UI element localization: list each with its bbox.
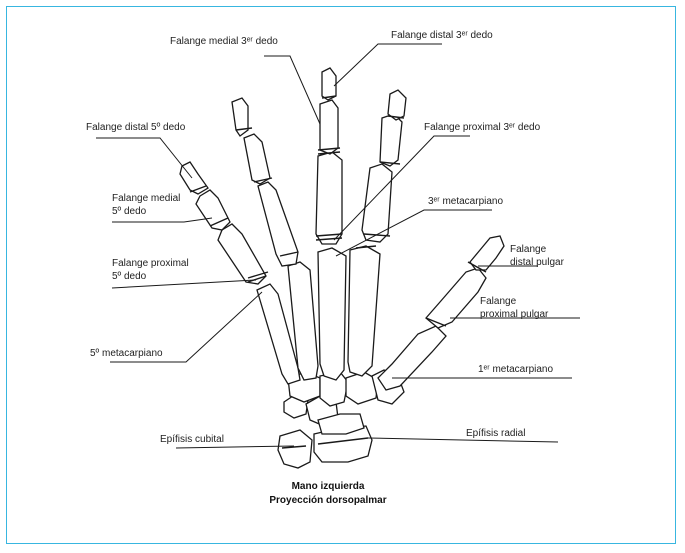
proximal-phalanx-1 (426, 268, 486, 328)
leader-medial-3 (264, 56, 320, 124)
metacarpal-1 (378, 326, 446, 390)
label-metacarpiano-3: 3ᵉʳ metacarpiano (428, 196, 503, 207)
label-falange-proximal-5-l1: Falange proximal (112, 258, 189, 269)
leader-distal-5 (96, 138, 192, 178)
middle-phalanx-3 (320, 100, 338, 154)
leader-epifisis-cubital (176, 446, 294, 448)
distal-phalanx-5 (180, 162, 208, 194)
leader-proximal-3 (334, 136, 470, 240)
distal-phalanx-1 (470, 236, 504, 270)
distal-phalanx-2 (388, 90, 406, 120)
label-falange-medial-5-l2: 5º dedo (112, 206, 147, 217)
proximal-phalanx-3 (316, 152, 342, 244)
label-metacarpiano-5: 5º metacarpiano (90, 348, 163, 359)
label-falange-proximal-3: Falange proximal 3ᵉʳ dedo (424, 122, 541, 133)
label-falange-distal-5: Falange distal 5º dedo (86, 122, 186, 133)
finger-3 (316, 68, 346, 380)
label-falange-medial-3: Falange medial 3ᵉʳ dedo (170, 36, 278, 47)
joint-pip-3b (318, 152, 340, 154)
label-falange-distal-pulgar-l1: Falange (510, 244, 547, 255)
label-metacarpiano-1: 1ᵉʳ metacarpiano (478, 364, 553, 375)
label-falange-proximal-pulgar-l1: Falange (480, 296, 517, 307)
metacarpal-2 (348, 246, 380, 376)
leader-distal-3 (334, 44, 442, 86)
label-falange-proximal-pulgar-l2: proximal pulgar (480, 309, 549, 320)
middle-phalanx-2 (380, 114, 402, 166)
label-epifisis-radial: Epífisis radial (466, 428, 525, 439)
label-epifisis-cubital: Epífisis cubital (160, 434, 224, 445)
proximal-phalanx-2 (362, 164, 392, 242)
middle-phalanx-4 (244, 134, 270, 184)
metacarpal-3 (318, 248, 346, 380)
label-falange-proximal-5-l2: 5º dedo (112, 271, 147, 282)
caption: Mano izquierda Proyección dorsopalmar (269, 481, 386, 506)
distal-phalanx-3 (322, 68, 336, 100)
ulna-epiphysis (278, 430, 312, 468)
label-falange-distal-pulgar-l2: distal pulgar (510, 257, 565, 268)
epiphysis-mc2 (356, 246, 376, 248)
leader-medial-5 (112, 218, 212, 222)
distal-phalanx-4 (232, 98, 248, 136)
caption-line-1: Mano izquierda (292, 481, 365, 492)
leader-epifisis-radial (368, 438, 558, 442)
label-falange-distal-3: Falange distal 3ᵉʳ dedo (391, 30, 493, 41)
label-falange-medial-5-l1: Falange medial (112, 193, 180, 204)
finger-2 (348, 90, 406, 376)
caption-line-2: Proyección dorsopalmar (269, 495, 386, 506)
